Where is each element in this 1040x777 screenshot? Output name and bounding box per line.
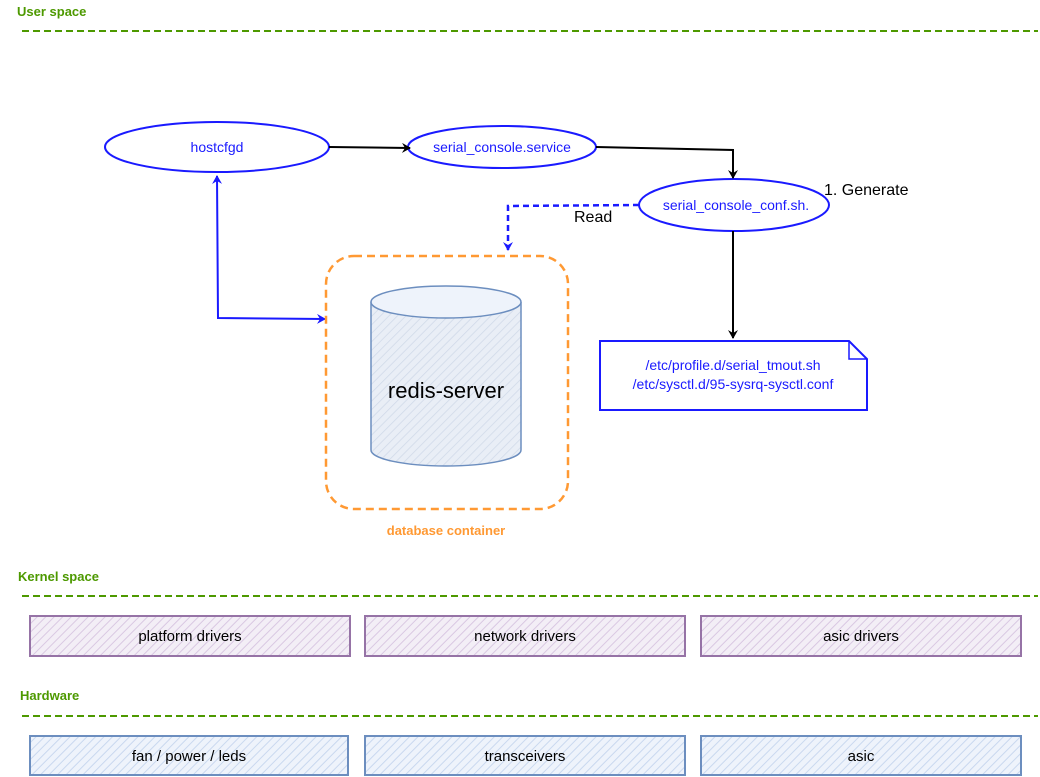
- generate-label: 1. Generate: [824, 182, 909, 199]
- kernel-box-network-drivers: network drivers: [364, 615, 686, 657]
- arrow-conf-read-database: [503, 203, 640, 251]
- read-label: Read: [574, 209, 612, 226]
- kernel-box-platform-drivers: platform drivers: [29, 615, 351, 657]
- serial-console-service-label: serial_console.service: [433, 139, 571, 155]
- kernel-box-label: asic drivers: [823, 628, 899, 645]
- kernel-space-label: Kernel space: [18, 569, 99, 584]
- hardware-label: Hardware: [20, 688, 79, 703]
- hardware-box-label: asic: [848, 748, 875, 765]
- hostcfgd-node: hostcfgd: [104, 121, 330, 173]
- config-file-line-1: /etc/profile.d/serial_tmout.sh: [645, 357, 820, 373]
- serial-console-conf-node: serial_console_conf.sh.: [638, 178, 830, 232]
- hardware-box-label: fan / power / leds: [132, 748, 246, 765]
- config-files-note: /etc/profile.d/serial_tmout.sh /etc/sysc…: [599, 340, 868, 411]
- database-container-label: database container: [387, 523, 506, 538]
- hardware-box-label: transceivers: [485, 748, 566, 765]
- hardware-box-asic: asic: [700, 735, 1022, 776]
- serial-console-conf-label: serial_console_conf.sh.: [663, 197, 809, 213]
- hardware-box-transceivers: transceivers: [364, 735, 686, 776]
- kernel-box-label: network drivers: [474, 628, 576, 645]
- kernel-box-label: platform drivers: [138, 628, 241, 645]
- hostcfgd-label: hostcfgd: [191, 139, 244, 155]
- serial-console-service-node: serial_console.service: [407, 125, 597, 169]
- config-file-line-2: /etc/sysctl.d/95-sysrq-sysctl.conf: [633, 376, 834, 392]
- user-space-label: User space: [17, 4, 86, 19]
- arrow-service-to-conf: [595, 146, 738, 179]
- redis-server-cylinder: redis-server: [370, 285, 522, 467]
- arrow-hostcfgd-to-service: [328, 142, 411, 153]
- database-container: database container: [324, 254, 570, 538]
- hardware-box-fan-power-leds: fan / power / leds: [29, 735, 349, 776]
- kernel-box-asic-drivers: asic drivers: [700, 615, 1022, 657]
- arrow-hostcfgd-database: [212, 175, 326, 324]
- redis-server-label: redis-server: [388, 378, 504, 403]
